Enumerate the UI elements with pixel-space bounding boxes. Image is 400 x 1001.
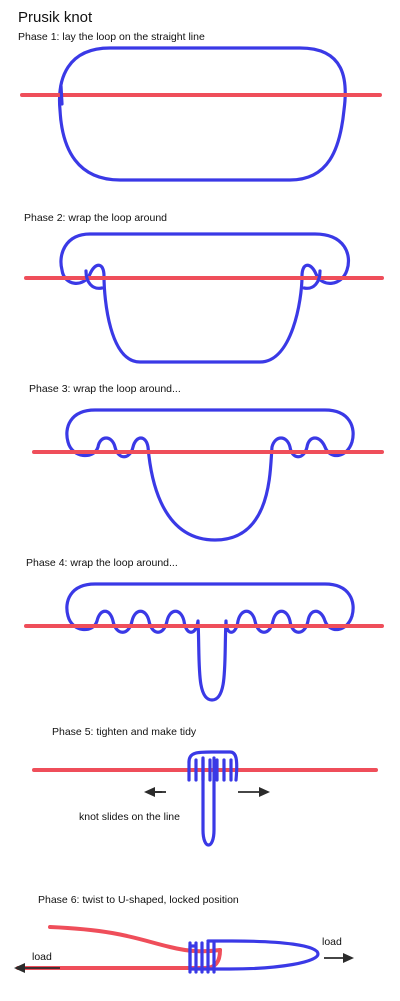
phase-2-wrap-front-right xyxy=(302,269,322,290)
phase-2-wrap-front-left xyxy=(84,269,104,290)
phase-2-loop-wrapped xyxy=(59,232,351,364)
phase-3-label: Phase 3: wrap the loop around... xyxy=(29,383,181,395)
load-arrow-left-icon xyxy=(14,963,60,973)
phase-6-blue-loop xyxy=(188,939,320,971)
phase-1-loop-overlap xyxy=(59,84,64,106)
phase-5-label: Phase 5: tighten and make tidy xyxy=(52,726,197,738)
phase-6-knot-coils xyxy=(188,941,216,974)
knot-slides-note: knot slides on the line xyxy=(79,811,180,823)
title: Prusik knot xyxy=(18,9,93,26)
load-arrow-right-icon xyxy=(324,953,354,963)
phase-6-diagram xyxy=(14,925,354,974)
phase-4-diagram xyxy=(24,582,384,702)
phase-2-label: Phase 2: wrap the loop around xyxy=(24,212,168,224)
phase-5-knot-coils xyxy=(187,758,233,782)
arrow-right-icon xyxy=(238,787,270,797)
phase-1-diagram xyxy=(20,46,382,182)
load-label-left: load xyxy=(32,951,52,963)
phase-3-diagram xyxy=(32,408,384,542)
phase-5-knot-bridge xyxy=(187,750,239,782)
phase-1-loop xyxy=(57,46,347,182)
phase-5-knot-tail xyxy=(201,756,216,847)
phase-2-diagram xyxy=(24,232,384,364)
phase-5-diagram xyxy=(32,750,378,847)
phase-6-label: Phase 6: twist to U-shaped, locked posit… xyxy=(38,894,239,906)
phase-3-loop-wrapped xyxy=(65,408,355,542)
phase-1-label: Phase 1: lay the loop on the straight li… xyxy=(18,31,205,43)
phase-4-label: Phase 4: wrap the loop around... xyxy=(26,557,178,569)
load-label-right: load xyxy=(322,936,342,948)
phase-4-loop-wrapped xyxy=(65,582,355,702)
arrow-left-icon xyxy=(144,787,166,797)
